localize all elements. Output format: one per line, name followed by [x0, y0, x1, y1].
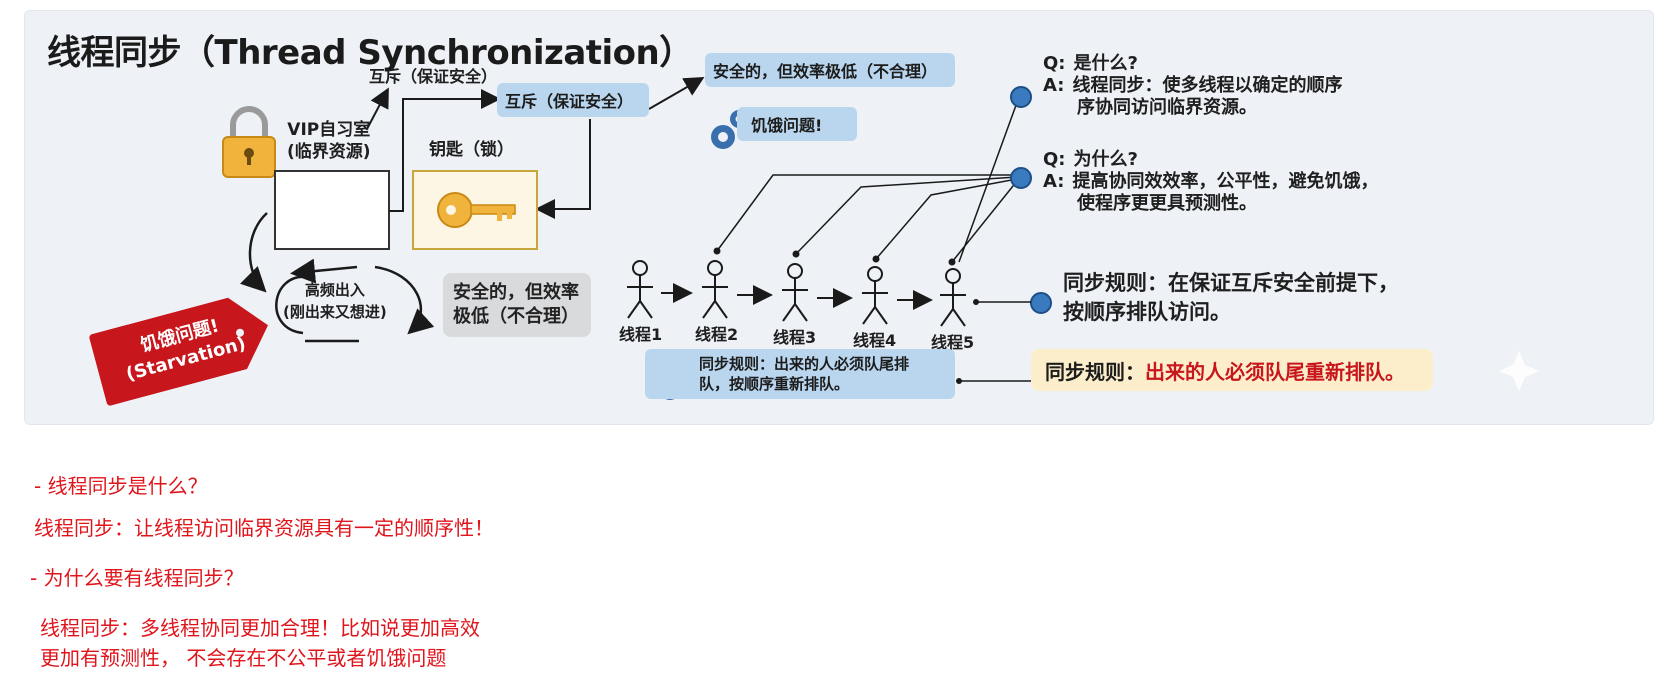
arrow-room-to-loop [240, 212, 268, 293]
qa2-block: Q: 为什么? A: 提高协同效效率，公平性，避免饥饿， 使程序更更具预测性。 [1043, 149, 1378, 215]
arrow-room-to-mutex [389, 89, 501, 212]
qa1-answer-line2: 序协同访问临界资源。 [1077, 97, 1257, 118]
stick-figure-icon [862, 266, 888, 325]
vip-room-label-line1: VIP自习室 [287, 120, 371, 140]
thread-label-5: 线程5 [931, 333, 975, 352]
safe-low-pill: 安全的，但效率极低（不合理） [705, 53, 955, 87]
vip-room-label: VIP自习室 (临界资源) [287, 119, 371, 163]
stick-figure-icon [627, 260, 653, 319]
link-t4-q2 [875, 178, 1018, 260]
qa1-node [1010, 86, 1032, 108]
loop-top-arrow [290, 258, 358, 284]
sync-rule-main: 同步规则：在保证互斥安全前提下， 按顺序排队访问。 [1063, 269, 1399, 327]
qa2-q-prefix: Q: [1043, 149, 1066, 170]
starvation-pill: 饥饿问题! [737, 107, 857, 141]
link-t5-q2 [951, 180, 1018, 263]
thread-label-2: 线程2 [695, 325, 739, 344]
vip-room-box [274, 170, 390, 250]
qa1-block: Q: 是什么? A: 线程同步：使多线程以确定的顺序 序协同访问临界资源。 [1043, 53, 1342, 119]
qa2-node [1010, 167, 1032, 189]
lock-icon [222, 106, 276, 178]
loop-label-line2: (刚出来又想进) [283, 303, 387, 321]
stick-figure-icon [782, 263, 808, 322]
stick-figure-icon [940, 268, 966, 327]
sync-rule-main-line2: 按顺序排队访问。 [1063, 300, 1231, 324]
diagram-title: 线程同步（Thread Synchronization） [47, 33, 693, 73]
qa1-q-prefix: Q: [1043, 53, 1066, 74]
safe-low-gray-line1: 安全的，但效率 [453, 282, 579, 303]
rule-node [1030, 292, 1052, 314]
safe-low-gray-pill: 安全的，但效率 极低（不合理） [443, 273, 591, 337]
sparkle-icon [1499, 351, 1539, 391]
link-t5-q1 [958, 96, 1020, 263]
qa2-a-prefix: A: [1043, 171, 1065, 192]
loop-label: 高频出入 (刚出来又想进) [283, 279, 387, 323]
loop-label-line1: 高频出入 [304, 281, 365, 299]
note-line-1: - 线程同步是什么？ [34, 474, 208, 498]
thread-sync-diagram: 线程同步（Thread Synchronization） 互斥（保证安全） VI… [24, 10, 1654, 425]
link-t2-q2 [716, 174, 1017, 252]
sync-rule-bottom-pill: 同步规则：出来的人必须队尾排 队，按顺序重新排队。 [645, 349, 955, 399]
thread-label-1: 线程1 [619, 325, 663, 344]
qa2-answer-line2: 使程序更更具预测性。 [1077, 193, 1257, 214]
qa1-question: 是什么? [1073, 53, 1138, 74]
loop-top-right [374, 265, 435, 335]
qa1-answer-line1: 线程同步：使多线程以确定的顺序 [1072, 75, 1343, 96]
mutex-pill: 互斥（保证安全） [497, 83, 649, 117]
thread-label-3: 线程3 [773, 328, 817, 347]
link-t3-q2 [795, 176, 1018, 255]
note-line-5: 更加有预测性， 不会存在不公平或者饥饿问题 [40, 646, 447, 670]
qa1-a-prefix: A: [1043, 75, 1065, 96]
arrow-to-mutex-label [366, 87, 389, 130]
qa2-question: 为什么? [1073, 149, 1138, 170]
sync-rule-yellow-highlight: 出来的人必须队尾重新排队。 [1145, 359, 1405, 384]
stick-figure-icon [702, 260, 728, 319]
sync-rule-yellow-prefix: 同步规则： [1045, 359, 1145, 384]
thread-label-4: 线程4 [853, 331, 897, 350]
key-icon [437, 192, 516, 228]
qa2-answer-line1: 提高协同效效率，公平性，避免饥饿， [1072, 171, 1379, 192]
sync-rule-bottom-line2: 队，按顺序重新排队。 [699, 375, 850, 393]
vip-room-label-line2: (临界资源) [287, 142, 371, 162]
note-line-3: - 为什么要有线程同步？ [30, 566, 244, 590]
note-line-2: 线程同步：让线程访问临界资源具有一定的顺序性！ [34, 516, 494, 540]
note-line-4: 线程同步：多线程协同更加合理！比如说更加高效 [40, 616, 480, 640]
arrow-mutex-to-safe [648, 77, 705, 110]
key-label: 钥匙（锁） [429, 140, 514, 160]
sync-rule-yellow-pill: 同步规则：出来的人必须队尾重新排队。 [1031, 349, 1433, 391]
arrow-mutex-to-key [535, 119, 591, 219]
sync-rule-bottom-line1: 同步规则：出来的人必须队尾排 [699, 355, 910, 373]
sync-rule-main-line1: 同步规则：在保证互斥安全前提下， [1063, 271, 1399, 295]
mutex-top-label: 互斥（保证安全） [369, 67, 498, 86]
safe-low-gray-line2: 极低（不合理） [453, 306, 579, 327]
